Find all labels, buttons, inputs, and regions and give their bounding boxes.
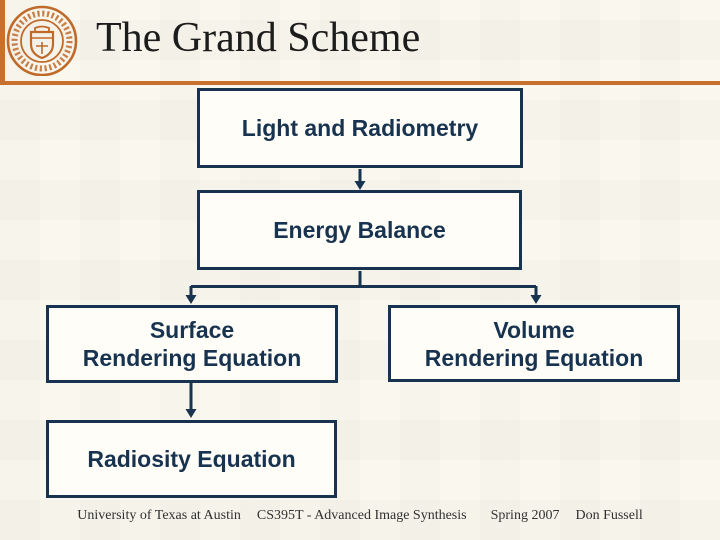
node-light-and-radiometry: Light and Radiometry: [197, 88, 523, 168]
accent-left-stripe: [0, 0, 5, 82]
footer-course: CS395T - Advanced Image Synthesis: [256, 508, 467, 523]
arrowhead-icon: [185, 409, 197, 418]
footer-author: Don Fussell: [575, 508, 643, 523]
node-radiosity-equation: Radiosity Equation: [46, 420, 337, 498]
slide-title: The Grand Scheme: [96, 15, 421, 61]
footer-credits: University of Texas at Austin CS395T - A…: [0, 508, 720, 524]
node-surface-rendering-equation: Surface Rendering Equation: [46, 305, 338, 383]
arrowhead-icon: [530, 295, 542, 304]
university-seal-icon: [6, 5, 78, 76]
arrowhead-icon: [185, 295, 197, 304]
footer-term: Spring 2007: [490, 508, 560, 523]
footer-institution: University of Texas at Austin: [77, 508, 241, 523]
node-volume-rendering-equation: Volume Rendering Equation: [388, 305, 680, 382]
arrowhead-icon: [354, 181, 366, 190]
node-energy-balance: Energy Balance: [197, 190, 522, 270]
title-underline-rule: [0, 81, 720, 85]
